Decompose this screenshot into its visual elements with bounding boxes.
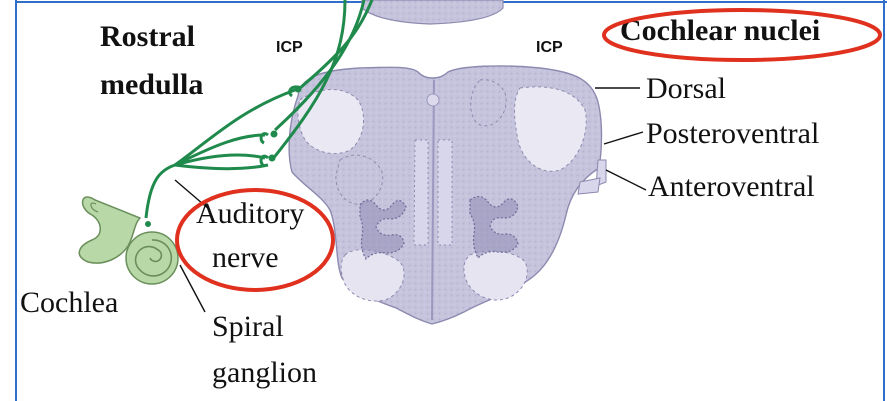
label-auditory-line1: Auditory [196,197,304,230]
title-cochlear-nuclei: Cochlear nuclei [620,14,820,47]
cochlea-illustration [79,197,178,284]
central-canal [427,94,439,106]
leader-posteroventral [604,132,643,144]
region-label-line1: Rostral [100,20,195,53]
upper-brainstem-section [362,0,503,24]
leader-anteroventral [606,170,646,190]
label-posteroventral: Posteroventral [646,117,819,150]
fiber-main-trunk [146,165,175,218]
label-cochlea: Cochlea [20,286,118,319]
label-spiral-line2: ganglion [212,356,317,389]
icp-left-label: ICP [276,39,303,56]
synapse-b [271,131,278,138]
synapse-c [269,155,276,162]
fiber-to-anteroventral-lower [175,165,268,169]
synapse-a [295,86,302,93]
label-dorsal: Dorsal [646,72,726,105]
label-spiral-line1: Spiral [212,310,284,343]
left-column [414,140,428,245]
label-anteroventral: Anteroventral [648,170,815,203]
icp-right-label: ICP [536,39,563,56]
region-label-line2: medulla [100,68,203,101]
spiral-ganglion-dot [145,221,151,227]
fiber-bend-b [261,134,268,143]
right-column [438,140,452,245]
label-auditory-line2: nerve [212,241,279,274]
